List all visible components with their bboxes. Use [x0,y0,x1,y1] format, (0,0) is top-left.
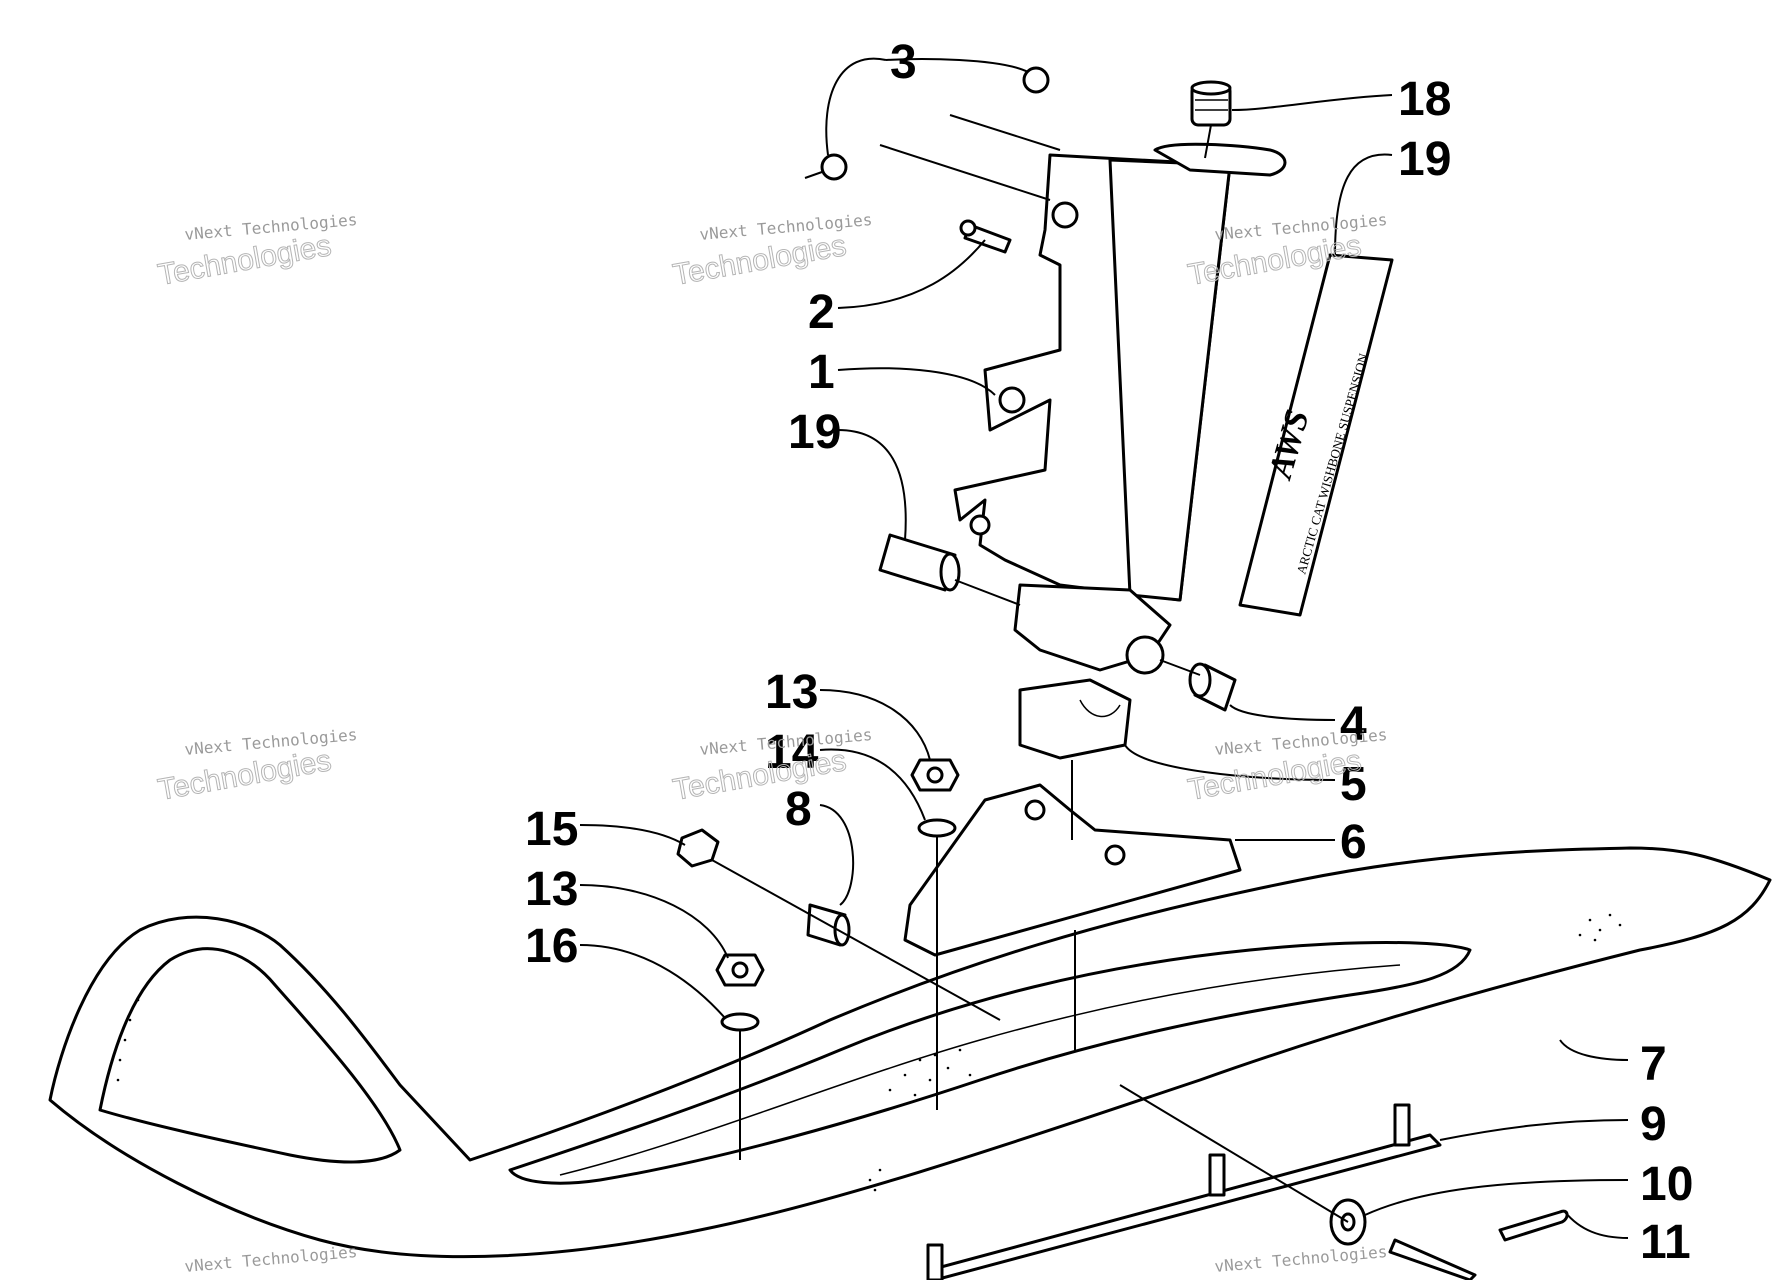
washer-16 [720,1012,760,1032]
grease-fitting-3b [1022,66,1050,94]
bushing-part [878,533,961,592]
watermark-text: vNext Technologies [184,1242,358,1276]
callout-1: 1 [808,346,835,399]
wear-bar-part [926,1103,1442,1280]
bolt-12 [1388,1238,1477,1280]
callout-labels: 3 18 19 2 1 19 4 13 14 5 8 15 6 13 16 7 … [525,36,1693,1269]
lock-nut-13b [715,953,765,987]
spacer-8 [806,903,851,947]
callout-16: 16 [525,920,578,973]
callout-7: 7 [1640,1038,1667,1091]
callout-15: 15 [525,803,578,856]
callout-13-lower: 13 [525,863,578,916]
grease-fitting-3a [804,153,848,181]
callout-19: 19 [788,406,841,459]
saddle-part [903,783,1242,957]
callout-10: 10 [1640,1158,1693,1211]
callout-14: 14 [765,726,819,779]
callout-11: 11 [1640,1216,1691,1269]
callout-18: 19 [1398,133,1451,186]
callout-13-upper: 13 [765,666,818,719]
spindle-part [953,142,1287,675]
lock-nut-13a [910,758,960,792]
callout-3: 3 [890,36,917,89]
washer-14 [917,818,957,838]
callout-9: 9 [1640,1098,1667,1151]
ski-part [48,846,1772,1259]
cotter-pin-11 [1498,1209,1569,1242]
callout-5: 5 [1340,758,1367,811]
watermark-text: vNext Technologies [1214,1242,1388,1276]
cap-part [1190,80,1232,127]
callout-2: 2 [808,286,835,339]
block-part [1018,678,1132,760]
decal-part: ARCTIC CAT WISHBONE SUSPENSION AWS [1238,253,1394,617]
callout-6: 6 [1340,816,1367,869]
callout-8: 8 [785,783,812,836]
callout-4: 4 [1340,698,1367,751]
callout-17: 18 [1398,73,1451,126]
bushing-4-part [1188,662,1237,712]
grease-fitting-2 [959,219,1012,254]
leader-lines [579,57,1629,1239]
